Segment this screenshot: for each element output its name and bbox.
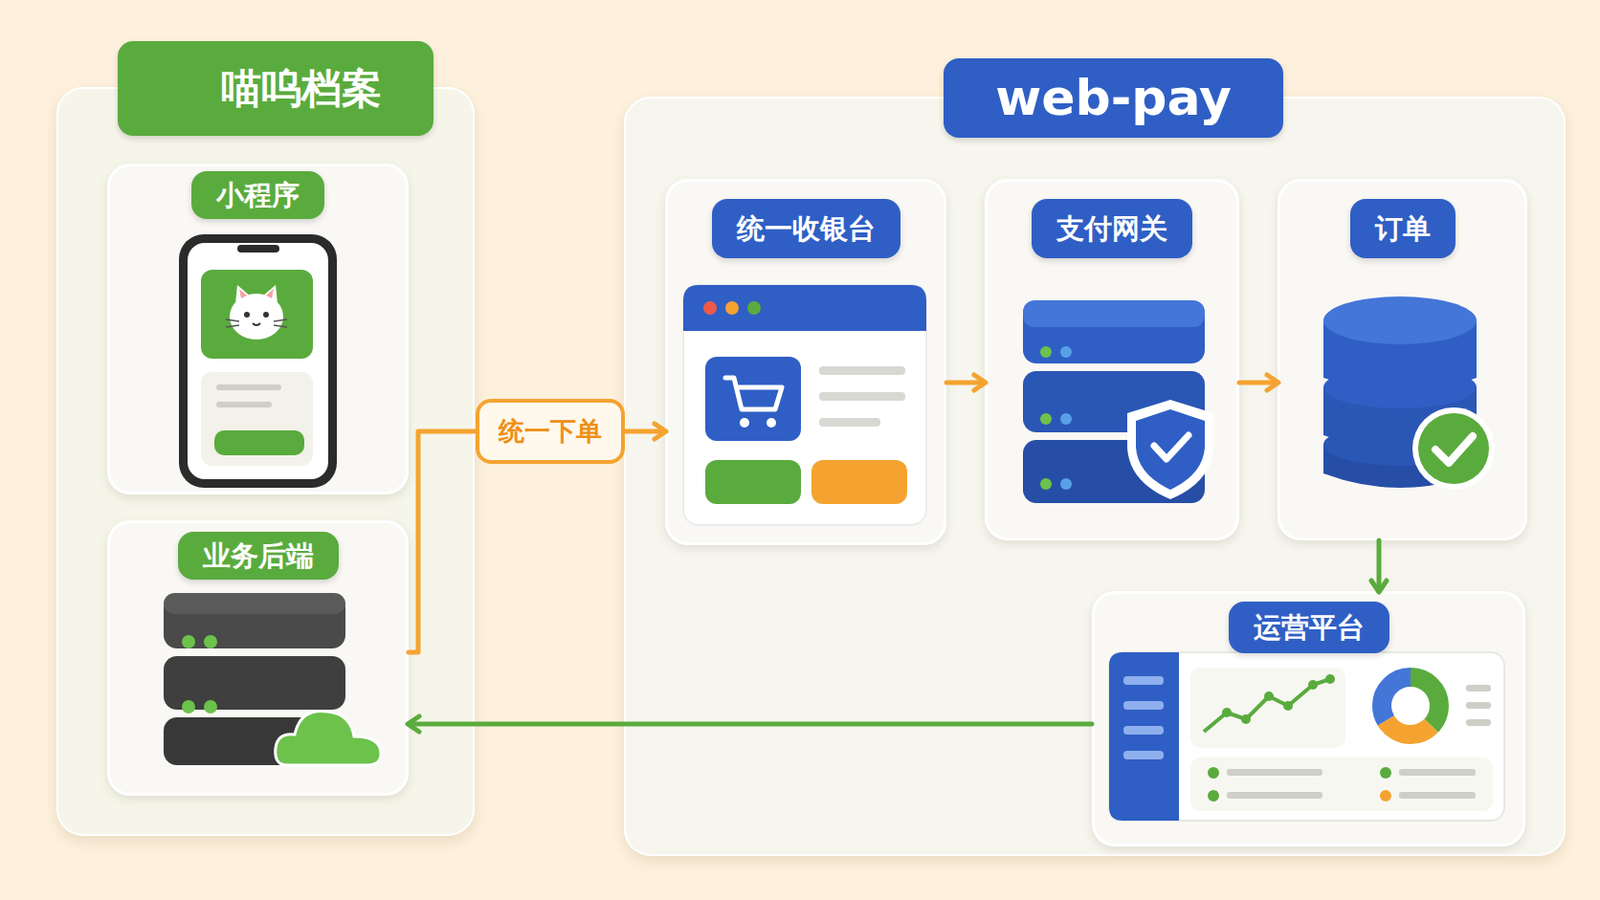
flow-arrow [408, 722, 1092, 728]
system-panel: 喵呜档案小程序业务后端 [56, 87, 475, 837]
component-card: 统一收银台 [665, 178, 947, 546]
flow-arrow [1239, 380, 1278, 386]
phone-illustration [178, 234, 337, 489]
node-label: 业务后端 [177, 532, 339, 580]
component-card: 订单 [1277, 178, 1528, 541]
cashier-illustration [683, 285, 927, 526]
system-panel: web-pay统一收银台支付网关订单运营平台 [623, 96, 1566, 857]
node-label: web-pay [943, 58, 1284, 138]
node-label: 喵呜档案 [117, 41, 434, 136]
node-label: 支付网关 [1031, 199, 1193, 259]
node-label: 运营平台 [1228, 601, 1390, 654]
paw-icon [142, 57, 202, 117]
flow-arrow [408, 431, 666, 653]
gateway-illustration [1022, 300, 1214, 504]
node-label: 订单 [1350, 199, 1456, 259]
component-card: 业务后端 [107, 520, 409, 797]
component-card: 支付网关 [984, 178, 1240, 541]
flow-arrow [1377, 540, 1382, 592]
server-illustration [163, 593, 381, 766]
component-card: 小程序 [107, 163, 409, 495]
component-card: 运营平台 [1091, 591, 1526, 847]
flow-arrow [946, 380, 985, 386]
dashboard-illustration [1109, 652, 1505, 822]
node-label: 小程序 [191, 171, 325, 220]
edge-label: 统一下单 [475, 399, 625, 465]
node-label: 统一收银台 [711, 199, 901, 259]
database-illustration [1323, 296, 1495, 490]
